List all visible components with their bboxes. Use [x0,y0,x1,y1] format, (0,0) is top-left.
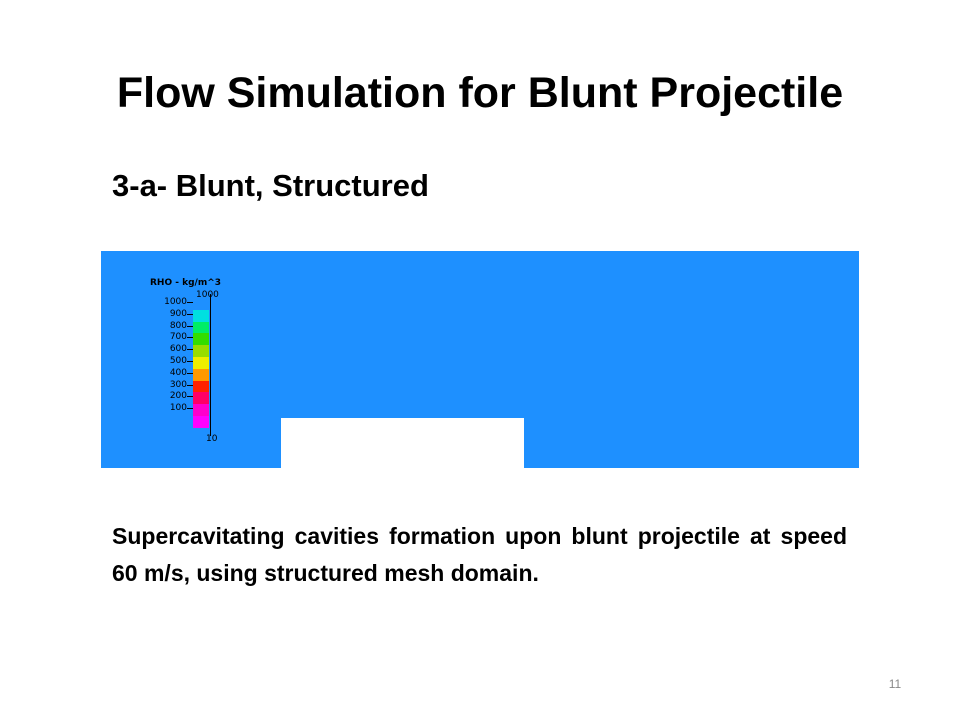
slide-caption: Supercavitating cavities formation upon … [112,523,847,586]
page-number: 11 [888,677,902,691]
legend-axis-line [210,294,211,436]
legend-color-block [193,333,209,346]
legend-tick-label: 900 [169,308,187,319]
legend-tick-mark [187,349,193,351]
legend-color-block [193,321,209,334]
legend-tick-mark [187,372,193,374]
legend-tick-mark [187,361,193,362]
legend-title: RHO - kg/m^3 [150,278,222,288]
legend-color-block [193,345,209,358]
legend-tick-label: 400 [169,367,187,378]
legend-tick-mark [187,337,193,339]
legend-tick-label: 200 [169,391,187,402]
legend-color-block [193,368,209,382]
legend-tick-mark [187,384,193,386]
legend-color-block [193,298,209,311]
slide-title: Flow Simulation for Blunt Projectile [116,69,844,117]
legend-color-block [193,309,209,323]
legend-color-block [193,392,209,405]
legend-tick-label: 1000 [164,297,187,307]
legend-tick-mark [187,325,193,327]
legend-tick-label: 500 [169,356,187,366]
legend-tick-mark [187,313,193,315]
legend-color-block [193,357,209,370]
legend-tick-label: 700 [169,332,187,343]
legend-color-block [193,380,209,393]
legend-tick-mark [187,408,193,410]
blunt-projectile [281,418,524,468]
legend-max-label: 1000 [196,290,219,300]
legend-tick-label: 600 [169,344,187,355]
legend-tick-label: 800 [169,320,187,331]
legend-tick-mark [187,302,193,303]
slide-subtitle: 3-a- Blunt, Structured [112,168,429,203]
legend-tick-label: 300 [169,379,187,390]
legend-color-block [193,404,209,417]
legend-color-block [193,416,209,429]
legend-min-label: 10 [206,434,218,444]
legend-tick-mark [187,396,193,398]
legend-tick-label: 100 [169,403,187,414]
